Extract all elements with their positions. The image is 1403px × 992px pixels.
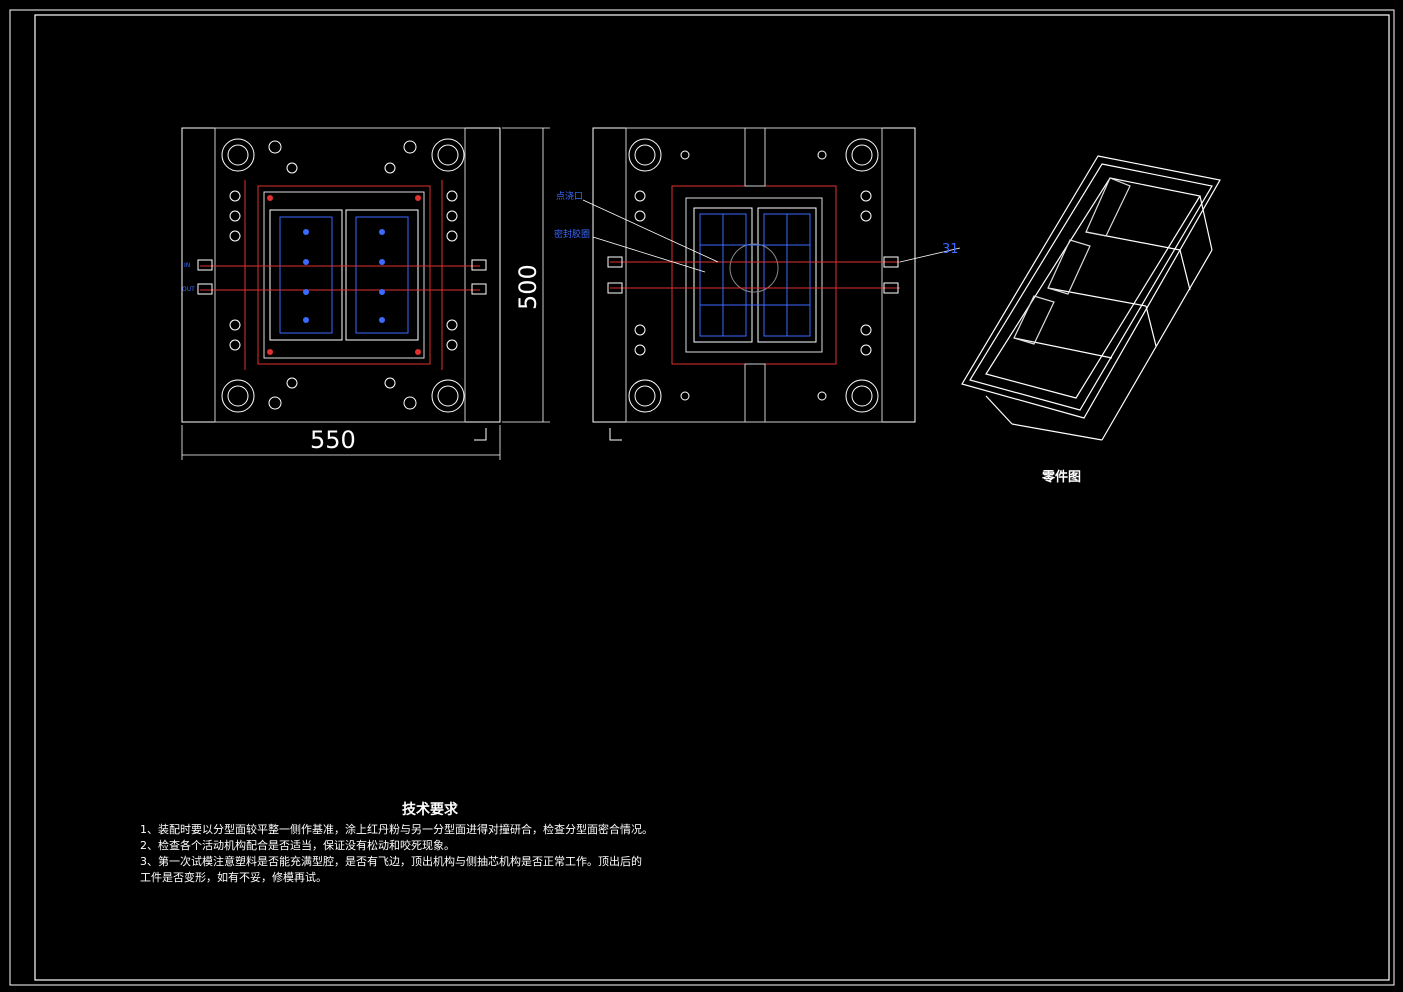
balloon-6: 6 bbox=[112, 4, 123, 23]
balloon-29: 29 bbox=[656, 4, 678, 23]
balloon-31: 31 bbox=[942, 242, 959, 257]
balloon-9: 9 bbox=[157, 4, 169, 23]
balloon-17: 17 bbox=[351, 4, 372, 23]
balloon-4: 4 bbox=[81, 4, 92, 23]
balloon-23: 23 bbox=[504, 4, 525, 23]
part-view-title: 零件图 bbox=[1042, 470, 1082, 485]
seal-ring-label: 密封胶圈 bbox=[554, 228, 590, 240]
gate-label: 点浇口 bbox=[556, 190, 583, 202]
part-isometric-view bbox=[961, 155, 1221, 441]
dim-496-label: 496 bbox=[0, 4, 31, 23]
balloon-22: 22 bbox=[478, 4, 499, 23]
balloon-30: 30 bbox=[682, 4, 703, 23]
dim-550 bbox=[181, 425, 501, 460]
watermark-text: 人人文库 bbox=[707, 4, 772, 23]
balloon-5: 5 bbox=[96, 4, 107, 23]
balloons-left: 1 2 3 4 5 6 7 8 9 10 11 12 13 14 15 16 1… bbox=[36, 4, 504, 23]
balloon-26: 26 bbox=[580, 4, 601, 23]
watermark: 人人文库 www.renrendoc.com bbox=[708, 4, 946, 23]
balloon-7: 7 bbox=[127, 4, 138, 23]
dim-500-label: 500 bbox=[514, 264, 542, 310]
school-name: 东方科技学院 bbox=[945, 4, 1042, 23]
plan-view-right bbox=[582, 127, 961, 441]
balloon-13: 13 bbox=[249, 4, 270, 23]
balloons-right: 23 24 25 26 27 28 29 30 bbox=[504, 4, 708, 23]
balloon-27: 27 bbox=[605, 4, 627, 23]
tech-requirement-4: 工件是否变形，如有不妥，修模再试。 bbox=[140, 871, 327, 884]
dim-550-label: 550 bbox=[310, 426, 356, 454]
out-label: OUT bbox=[182, 286, 195, 293]
balloon-24: 24 bbox=[529, 4, 550, 23]
balloon-28: 28 bbox=[631, 4, 652, 23]
scale-value: 1:2 bbox=[1179, 4, 1206, 23]
tech-requirement-1: 1、装配时要以分型面较平整一侧作基准，涂上红丹粉与另一分型面进得对撞研合，检查分… bbox=[140, 823, 653, 836]
tech-requirement-3: 3、第一次试模注意塑料是否能充满型腔，是否有飞边，顶出机构与侧抽芯机构是否正常工… bbox=[140, 855, 642, 868]
balloon-15: 15 bbox=[300, 4, 321, 23]
balloon-16: 16 bbox=[325, 4, 347, 23]
drawing-name: 四格调料盒总装图 bbox=[1046, 4, 1175, 23]
outer-border bbox=[9, 9, 1395, 986]
in-label: IN bbox=[184, 262, 190, 269]
dim-500 bbox=[502, 127, 550, 423]
balloon-3: 3 bbox=[66, 4, 77, 23]
balloon-2: 2 bbox=[50, 4, 62, 23]
tech-requirement-2: 2、检查各个活动机构配合是否适当，保证没有松动和咬死现象。 bbox=[140, 839, 455, 852]
balloon-8: 8 bbox=[142, 4, 153, 23]
balloon-1: 1 bbox=[35, 4, 46, 23]
balloon-21: 21 bbox=[453, 4, 474, 23]
balloon-12: 12 bbox=[224, 4, 245, 23]
balloon-20: 20 bbox=[427, 4, 449, 23]
inner-border bbox=[34, 14, 1390, 981]
watermark-url: www.renrendoc.com bbox=[776, 4, 941, 23]
balloon-18: 18 bbox=[376, 4, 398, 23]
plan-view-left bbox=[181, 127, 501, 441]
tech-requirements-title: 技术要求 bbox=[402, 802, 458, 818]
balloon-10: 10 bbox=[173, 4, 194, 23]
balloon-11: 11 bbox=[198, 4, 219, 23]
balloon-14: 14 bbox=[274, 4, 296, 23]
balloon-25: 25 bbox=[554, 4, 576, 23]
balloon-19: 19 bbox=[402, 4, 423, 23]
